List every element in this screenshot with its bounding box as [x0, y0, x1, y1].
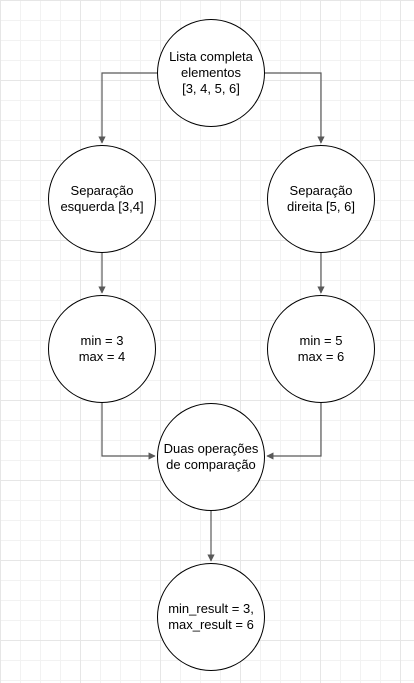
edge-minmax-right-to-compare: [266, 401, 322, 460]
node-compare[interactable]: Duas operações de comparação: [157, 403, 265, 511]
node-minmax-right-label: min = 5 max = 6: [297, 333, 345, 364]
node-split-right[interactable]: Separação direita [5, 6]: [267, 145, 375, 253]
edge-root-to-split-right: [264, 72, 325, 144]
node-minmax-left-label: min = 3 max = 4: [78, 333, 126, 364]
edge-root-to-split-left: [98, 72, 159, 144]
node-minmax-right[interactable]: min = 5 max = 6: [267, 295, 375, 403]
node-root-label: Lista completa elementos [3, 4, 5, 6]: [169, 49, 253, 96]
node-split-left[interactable]: Separação esquerda [3,4]: [48, 145, 156, 253]
node-split-left-label: Separação esquerda [3,4]: [60, 183, 144, 214]
node-result[interactable]: min_result = 3, max_result = 6: [157, 563, 265, 671]
node-root[interactable]: Lista completa elementos [3, 4, 5, 6]: [157, 19, 265, 127]
node-result-label: min_result = 3, max_result = 6: [168, 601, 254, 632]
edge-minmax-left-to-compare: [101, 401, 156, 460]
node-compare-label: Duas operações de comparação: [163, 441, 259, 472]
node-split-right-label: Separação direita [5, 6]: [287, 183, 355, 214]
node-minmax-left[interactable]: min = 3 max = 4: [48, 295, 156, 403]
